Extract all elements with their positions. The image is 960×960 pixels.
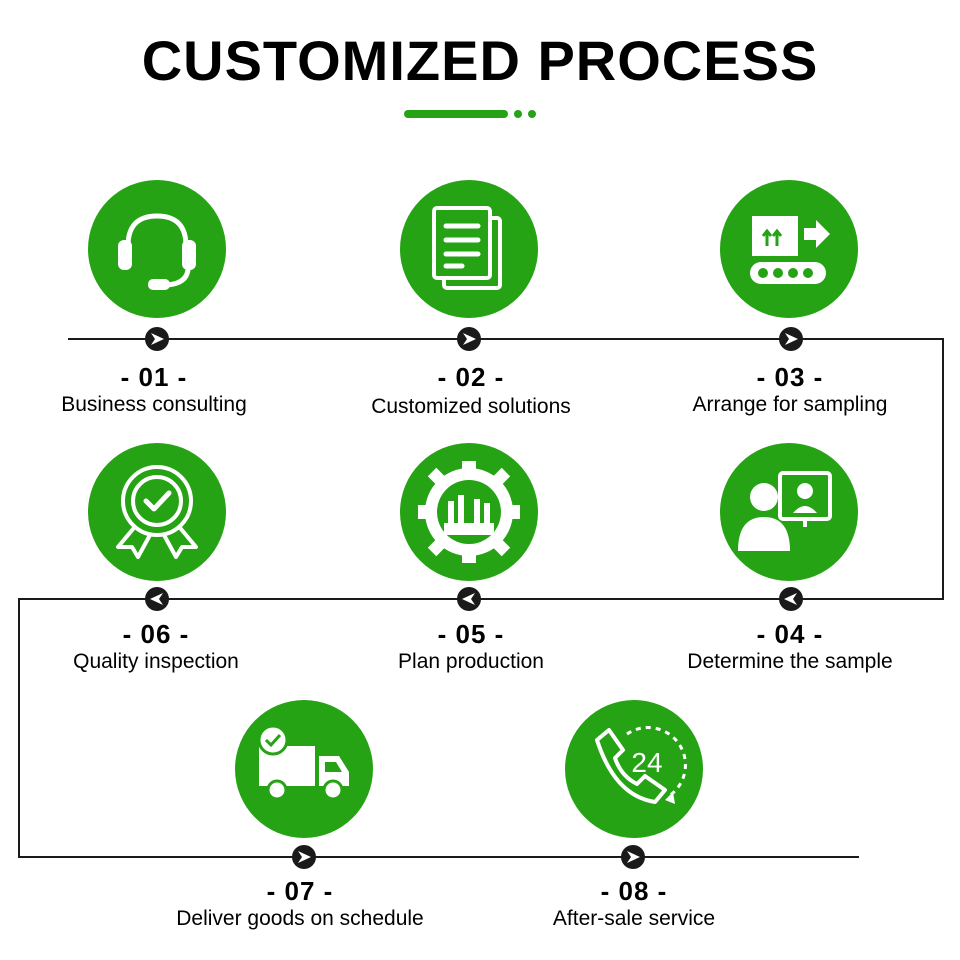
step-label: Business consulting	[61, 393, 247, 416]
video-call-icon	[720, 443, 858, 581]
arrow-right-icon	[145, 327, 169, 351]
arrow-right-icon	[621, 845, 645, 869]
step-number: - 04 -	[756, 619, 824, 649]
page-title: CUSTOMIZED PROCESS	[141, 29, 819, 92]
arrow-right-icon	[779, 327, 803, 351]
step-number: - 07 -	[266, 876, 334, 906]
factory-gear-icon	[400, 443, 538, 581]
step-label: Quality inspection	[73, 650, 239, 673]
step-label: Determine the sample	[687, 650, 893, 673]
quality-badge-icon	[88, 443, 226, 581]
step-label: Arrange for sampling	[692, 393, 888, 416]
step-number: - 08 -	[600, 876, 668, 906]
step-4: - 04 - Determine the sample	[640, 619, 940, 675]
delivery-truck-icon	[235, 700, 373, 838]
arrow-right-icon	[457, 327, 481, 351]
arrow-left-icon	[145, 587, 169, 611]
step-7: - 07 - Deliver goods on schedule	[150, 876, 450, 932]
step-2: - 02 - Customized solutions	[321, 362, 621, 420]
svg-text:24: 24	[631, 747, 662, 778]
support-24h-icon: 24	[565, 700, 703, 838]
step-8: - 08 - After-sale service	[484, 876, 784, 932]
step-number: - 02 -	[437, 362, 505, 392]
step-5: - 05 - Plan production	[321, 619, 621, 675]
arrow-left-icon	[457, 587, 481, 611]
conveyor-box-icon	[720, 180, 858, 318]
step-number: - 01 -	[120, 362, 188, 392]
step-label: Deliver goods on schedule	[176, 907, 424, 930]
step-label: After-sale service	[552, 907, 716, 930]
step-number: - 06 -	[122, 619, 190, 649]
document-icon	[400, 180, 538, 318]
step-number: - 03 -	[756, 362, 824, 392]
step-3: - 03 - Arrange for sampling	[640, 362, 940, 418]
step-label: Customized solutions	[371, 395, 571, 418]
step-1: - 01 - Business consulting	[4, 362, 304, 418]
title-underline	[404, 110, 536, 118]
arrow-left-icon	[779, 587, 803, 611]
step-6: - 06 - Quality inspection	[6, 619, 306, 675]
step-label: Plan production	[398, 650, 544, 673]
step-number: - 05 -	[437, 619, 505, 649]
arrow-right-icon	[292, 845, 316, 869]
headset-icon	[88, 180, 226, 318]
